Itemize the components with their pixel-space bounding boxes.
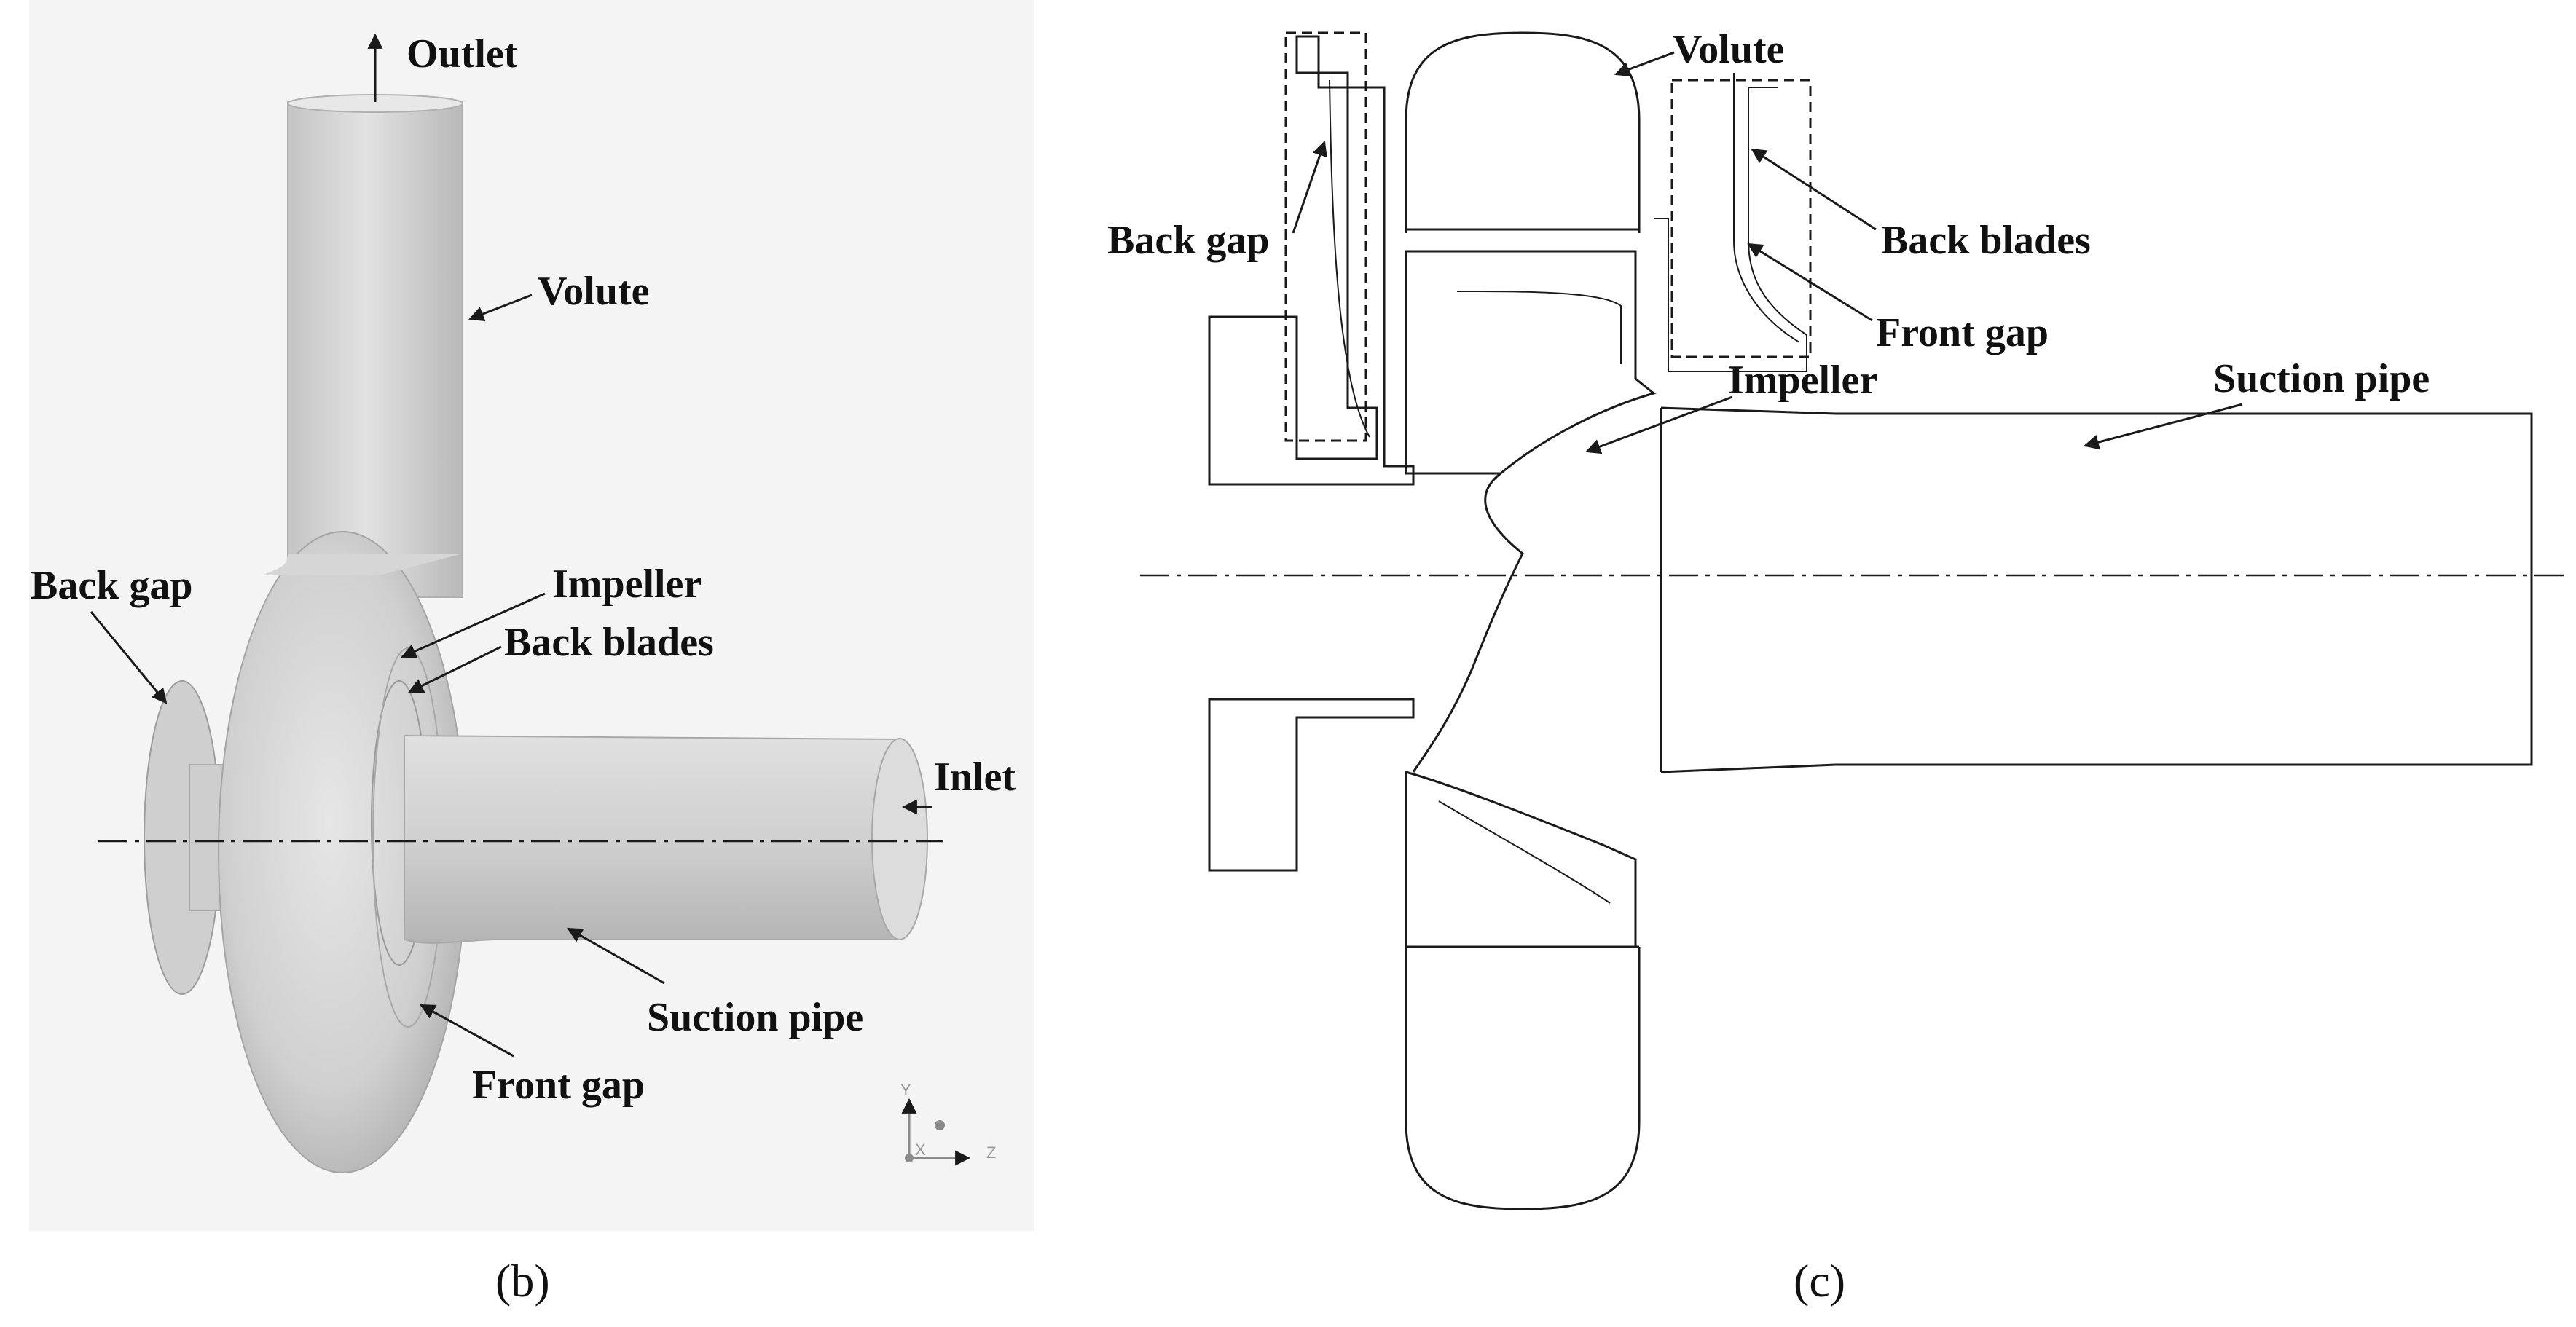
axis-label-y: Y [900,1081,911,1099]
label-back-gap-b: Back gap [31,563,193,608]
impeller-upper-shroud [1405,250,1657,475]
front-gap-arrow-b [420,1004,514,1058]
volute-neck [262,554,463,575]
suction-pipe [404,734,900,944]
suction-pipe-arrow-b [567,927,665,985]
axis-label-z: Z [986,1143,996,1162]
front-gap-zoom-box [1670,79,1812,358]
label-back-blades-b: Back blades [504,620,714,665]
panel-c: Volute Back gap Back blades Front gap Im… [1107,27,2564,1307]
coordinate-triad: Y X Z [900,1081,996,1166]
impeller-arrow-b [401,592,546,658]
impeller-lower-blade [1438,800,1611,904]
suction-pipe-inlet-face [871,738,928,940]
front-gap-arrow-c [1747,243,1873,322]
back-gap-chamber-lower [1208,698,1415,872]
axis-label-x: X [915,1141,926,1159]
label-suction-pipe-c: Suction pipe [2213,356,2430,401]
impeller-arrow-c [1585,395,1733,454]
label-volute-b: Volute [538,269,650,314]
volute-upper-lobe [1405,31,1641,233]
label-back-blades-c: Back blades [1881,218,2091,263]
label-inlet: Inlet [934,755,1016,800]
volute-arrow-c [1614,51,1675,77]
front-gap-channel [1654,87,1807,372]
caption-c: (c) [1794,1255,1845,1307]
back-gap-arrow-b [90,611,168,704]
label-back-gap-c: Back gap [1107,218,1270,263]
back-gap-chamber-upper [1208,35,1415,486]
back-blades-profile [1733,73,1800,343]
label-front-gap-b: Front gap [472,1063,645,1108]
suction-pipe-section [1660,406,2533,773]
suction-pipe-arrow-c [2083,403,2243,450]
volute-lower-lobe [1405,947,1641,1210]
back-gap-arrow-c [1292,141,1327,234]
outlet-pipe [287,101,463,598]
volute-arrow-b [468,294,533,321]
label-impeller-c: Impeller [1728,358,1877,403]
caption-b: (b) [495,1255,550,1307]
impeller-hub-profile [1412,472,1524,773]
label-impeller-b: Impeller [552,562,702,607]
label-front-gap-c: Front gap [1876,310,2049,355]
label-outlet: Outlet [407,31,518,76]
label-suction-pipe-b: Suction pipe [647,995,863,1040]
back-gap-zoom-box [1284,31,1367,442]
impeller-upper-blade [1456,291,1622,364]
panel-b: Outlet Volute Back gap Impeller Back bla… [29,0,1034,1307]
back-blades-arrow-c [1751,148,1877,231]
back-blades-arrow [408,645,502,693]
label-volute-c: Volute [1673,27,1785,72]
panel-b-background [29,0,1034,1231]
back-gap-channel-upper [1329,79,1370,438]
impeller-lower-shroud [1405,771,1637,948]
